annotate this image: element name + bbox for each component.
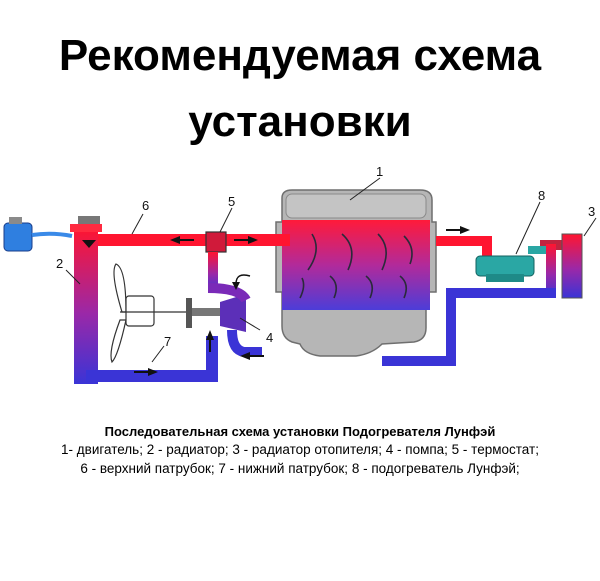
caption-legend-line-2: 6 - верхний патрубок; 7 - нижний патрубо… [80, 461, 520, 476]
label-radiator: 2 [56, 256, 63, 271]
heater-radiator [561, 233, 583, 299]
leader-lines [65, 177, 597, 363]
water-pump [186, 294, 262, 357]
thermostat [205, 231, 251, 303]
caption-legend-line-1: 1- двигатель; 2 - радиатор; 3 - радиатор… [61, 442, 539, 457]
caption-title: Последовательная схема установки Подогре… [104, 424, 496, 439]
lunfey-heater [475, 246, 546, 282]
radiator [70, 216, 102, 384]
label-lower-hose: 7 [164, 334, 171, 349]
lower-hose [86, 336, 218, 382]
page-title-line-1: Рекомендуемая схема [58, 31, 542, 80]
engine-flow-arrows [299, 233, 413, 299]
label-lunfey-heater: 8 [538, 188, 545, 203]
cooling-system-diagram: 1 2 3 4 5 6 7 8 [3, 164, 597, 384]
label-pump: 4 [266, 330, 273, 345]
fan-icon [110, 263, 190, 364]
label-engine: 1 [376, 164, 383, 179]
label-heater-radiator: 3 [588, 204, 595, 219]
page-title-line-2: установки [188, 97, 412, 146]
label-upper-hose: 6 [142, 198, 149, 213]
expansion-tank [3, 217, 73, 252]
flow-arrows [134, 226, 470, 376]
label-thermostat: 5 [228, 194, 235, 209]
engine-block [275, 189, 437, 357]
heater-hoses [382, 236, 580, 366]
